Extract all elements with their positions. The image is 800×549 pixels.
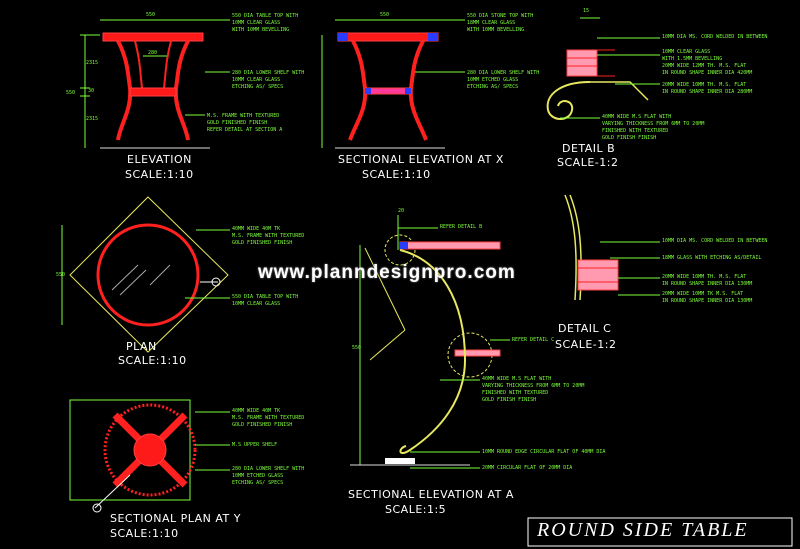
note-sec-a-flat: 40MM WIDE M.S FLAT WITH VARYING THICKNES… xyxy=(482,376,585,403)
note-detail-b-2: 10MM CLEAR GLASS WITH 1.5MM BEVELLING 20… xyxy=(662,49,753,76)
note-sec-a-base-2: 20MM CIRCULAR FLAT OF 20MM DIA xyxy=(482,465,573,471)
dim-shelf-width: 280 xyxy=(148,50,158,56)
sheet-title: ROUND SIDE TABLE xyxy=(537,519,749,541)
note-refer-detail-c: REFER DETAIL C xyxy=(512,337,555,343)
note-detail-b-4: 40MM WIDE M.S FLAT WITH VARYING THICKNES… xyxy=(602,114,705,141)
title-block-frame xyxy=(527,517,793,547)
dim-height-upper: 2315 xyxy=(86,60,99,66)
elevation-view xyxy=(80,19,230,149)
dim-detail-a-top: 20 xyxy=(398,208,405,214)
detail-b-scale: SCALE-1:2 xyxy=(557,156,619,169)
sectional-plan-y-scale: SCALE:1:10 xyxy=(110,527,179,540)
note-sec-y-3: 280 DIA LOWER SHELF WITH 10MM ETCHED GLA… xyxy=(232,466,305,486)
detail-b-view xyxy=(546,17,660,120)
dim-sec-a-height: 550 xyxy=(352,345,362,351)
dim-height-total: 550 xyxy=(66,90,76,96)
note-elevation-top: 550 DIA TABLE TOP WITH 10MM CLEAR GLASS … xyxy=(232,13,299,33)
elevation-title: ELEVATION xyxy=(127,153,192,166)
sectional-x-scale: SCALE:1:10 xyxy=(362,168,431,181)
note-detail-c-2: 18MM GLASS WITH ETCHING AS/DETAIL xyxy=(662,255,762,261)
plan-view xyxy=(61,196,230,353)
dim-gap: 30 xyxy=(88,88,95,94)
detail-c-title: DETAIL C xyxy=(558,322,612,335)
note-sectional-x-top: 550 DIA STONE TOP WITH 18MM CLEAR GLASS … xyxy=(467,13,534,33)
sectional-elevation-a-view xyxy=(350,215,510,469)
watermark: www.planndesignpro.com xyxy=(258,262,516,283)
dim-top-width: 550 xyxy=(146,12,156,18)
elevation-scale: SCALE:1:10 xyxy=(125,168,194,181)
note-detail-c-1: 10MM DIA MS. CORD WELDED IN BETWEEN xyxy=(662,238,768,244)
sectional-plan-y-title: SECTIONAL PLAN AT Y xyxy=(110,512,241,525)
sectional-x-title: SECTIONAL ELEVATION AT X xyxy=(338,153,504,166)
note-detail-c-4: 20MM WIDE 10MM TK M.S. FLAT IN ROUND SHA… xyxy=(662,291,753,304)
note-elevation-shelf: 280 DIA LOWER SHELF WITH 10MM CLEAR GLAS… xyxy=(232,70,305,90)
note-sec-y-1: 40MM WIDE 40M TK M.S. FRAME WITH TEXTURE… xyxy=(232,408,305,428)
note-plan-1: 40MM WIDE 40M TK M.S. FRAME WITH TEXTURE… xyxy=(232,226,305,246)
note-sectional-x-shelf: 280 DIA LOWER SHELF WITH 10MM ETCHED GLA… xyxy=(467,70,540,90)
dim-detail-b: 15 xyxy=(583,8,590,14)
note-detail-c-3: 20MM WIDE 10MM TH. M.S. FLAT IN ROUND SH… xyxy=(662,274,753,287)
detail-c-view xyxy=(564,194,660,301)
detail-c-scale: SCALE-1:2 xyxy=(555,338,617,351)
detail-b-title: DETAIL B xyxy=(562,142,616,155)
sectional-plan-y-view xyxy=(69,399,230,513)
sectional-a-title: SECTIONAL ELEVATION AT A xyxy=(348,488,514,501)
dim-plan-diameter: 550 xyxy=(56,272,66,278)
sectional-elevation-x-view xyxy=(321,19,465,149)
note-elevation-frame: M.S. FRAME WITH TEXTURED GOLD FINISHED F… xyxy=(207,113,283,133)
plan-scale: SCALE:1:10 xyxy=(118,354,187,367)
dim-height-lower: 2315 xyxy=(86,116,99,122)
note-detail-b-3: 20MM WIDE 10MM TH. M.S. FLAT IN ROUND SH… xyxy=(662,82,753,95)
note-refer-detail-b: REFER DETAIL B xyxy=(440,224,483,230)
note-plan-2: 550 DIA TABLE TOP WITH 10MM CLEAR GLASS xyxy=(232,294,299,307)
note-sec-y-2: M.S UPPER SHELF xyxy=(232,442,278,448)
sectional-a-scale: SCALE:1:5 xyxy=(385,503,447,516)
plan-title: PLAN xyxy=(126,340,157,353)
dim-top-width-x: 550 xyxy=(380,12,390,18)
note-sec-a-base-1: 10MM ROUND EDGE CIRCULAR FLAT OF 40MM DI… xyxy=(482,449,606,455)
note-detail-b-1: 10MM DIA MS. CORD WELDED IN BETWEEN xyxy=(662,34,768,40)
